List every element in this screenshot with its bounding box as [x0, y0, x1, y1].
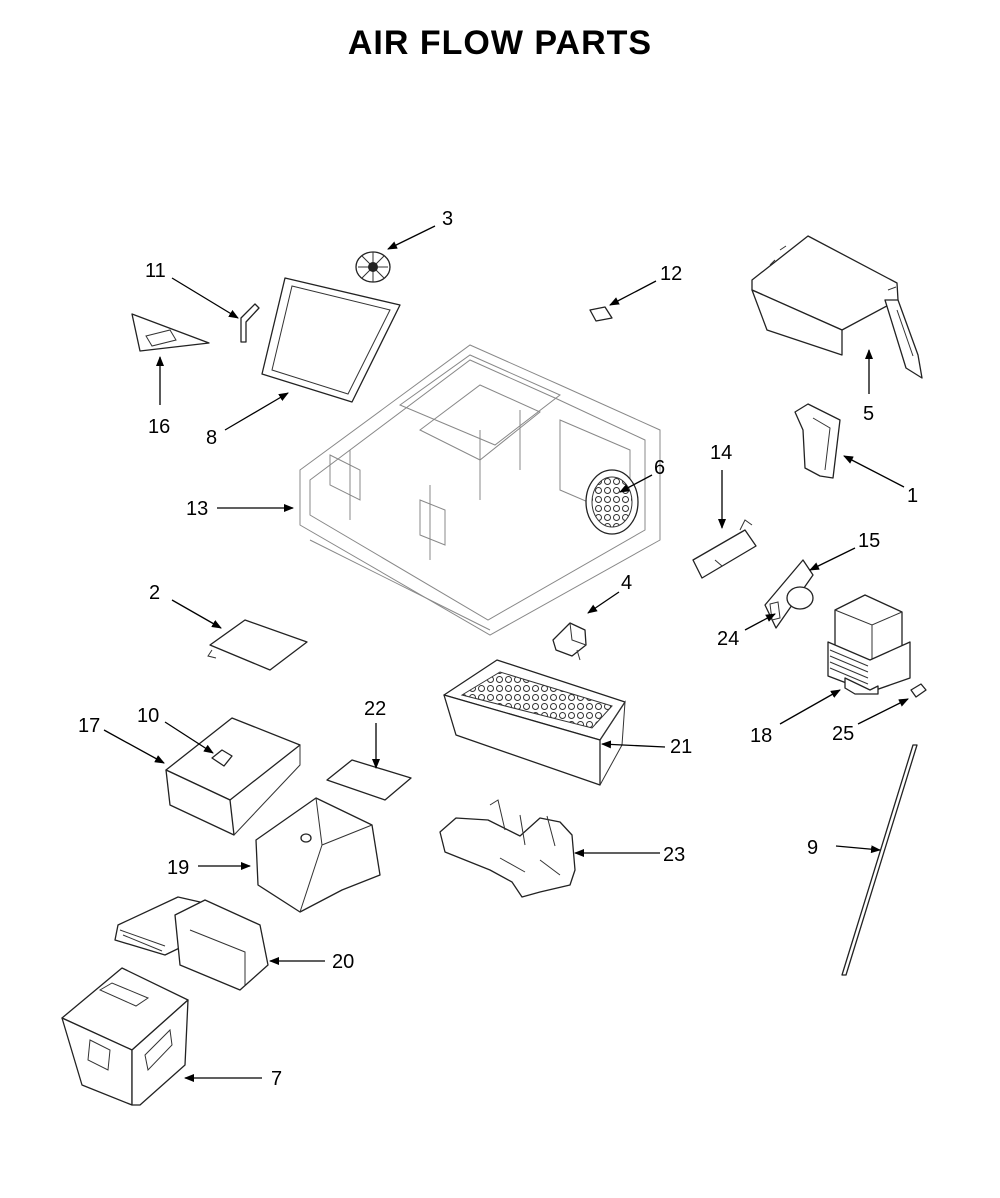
- callout-5: 5: [863, 403, 874, 425]
- callout-14: 14: [710, 442, 732, 464]
- part-2-plate[interactable]: [207, 619, 308, 671]
- callout-24: 24: [717, 628, 739, 650]
- part-18-magnetron[interactable]: [827, 594, 911, 695]
- part-7-bracket[interactable]: [61, 967, 189, 1106]
- callout-10: 10: [137, 705, 159, 727]
- callout-9: 9: [807, 837, 818, 859]
- part-4-sensor[interactable]: [552, 622, 587, 661]
- part-23-guide[interactable]: [439, 799, 576, 898]
- part-25-clip[interactable]: [910, 683, 927, 698]
- part-9-rod[interactable]: [841, 744, 918, 976]
- callout-3: 3: [442, 208, 453, 230]
- callout-6: 6: [654, 457, 665, 479]
- part-10-clip[interactable]: [211, 749, 233, 767]
- callout-7: 7: [271, 1068, 282, 1090]
- callout-15: 15: [858, 530, 880, 552]
- callout-22: 22: [364, 698, 386, 720]
- callout-25: 25: [832, 723, 854, 745]
- callout-19: 19: [167, 857, 189, 879]
- part-22-panel[interactable]: [326, 759, 412, 801]
- callout-17: 17: [78, 715, 100, 737]
- callout-21: 21: [670, 736, 692, 758]
- leader-lines: [103, 225, 909, 1082]
- callout-12: 12: [660, 263, 682, 285]
- callout-16: 16: [148, 416, 170, 438]
- part-6-blower-grille[interactable]: [585, 469, 639, 535]
- part-13-chassis[interactable]: [299, 344, 661, 636]
- part-5-duct-housing[interactable]: [751, 235, 923, 379]
- part-1-bracket[interactable]: [794, 403, 841, 479]
- part-3-fan[interactable]: [355, 251, 391, 283]
- callout-1: 1: [907, 485, 918, 507]
- part-12-pad[interactable]: [589, 306, 613, 322]
- callout-20: 20: [332, 951, 354, 973]
- part-16-plate[interactable]: [131, 313, 210, 352]
- callout-8: 8: [206, 427, 217, 449]
- part-11-tube[interactable]: [240, 303, 260, 343]
- callout-13: 13: [186, 498, 208, 520]
- callout-labels: 3 11 16 8 12 5 1 6 13 14 15 2 4 24 18 25…: [78, 208, 918, 1090]
- callout-11: 11: [145, 260, 166, 282]
- callout-23: 23: [663, 844, 685, 866]
- part-21-mesh-duct[interactable]: [443, 659, 626, 786]
- page-title: AIR FLOW PARTS: [347, 24, 653, 62]
- part-19-air-guide[interactable]: [255, 797, 381, 913]
- callout-18: 18: [750, 725, 772, 747]
- callout-2: 2: [149, 582, 160, 604]
- part-20-duct[interactable]: [114, 896, 269, 991]
- callout-4: 4: [621, 572, 632, 594]
- part-14-switch-bracket[interactable]: [692, 519, 757, 579]
- part-17-shield[interactable]: [165, 717, 301, 836]
- part-8-gasket-frame[interactable]: [261, 277, 401, 403]
